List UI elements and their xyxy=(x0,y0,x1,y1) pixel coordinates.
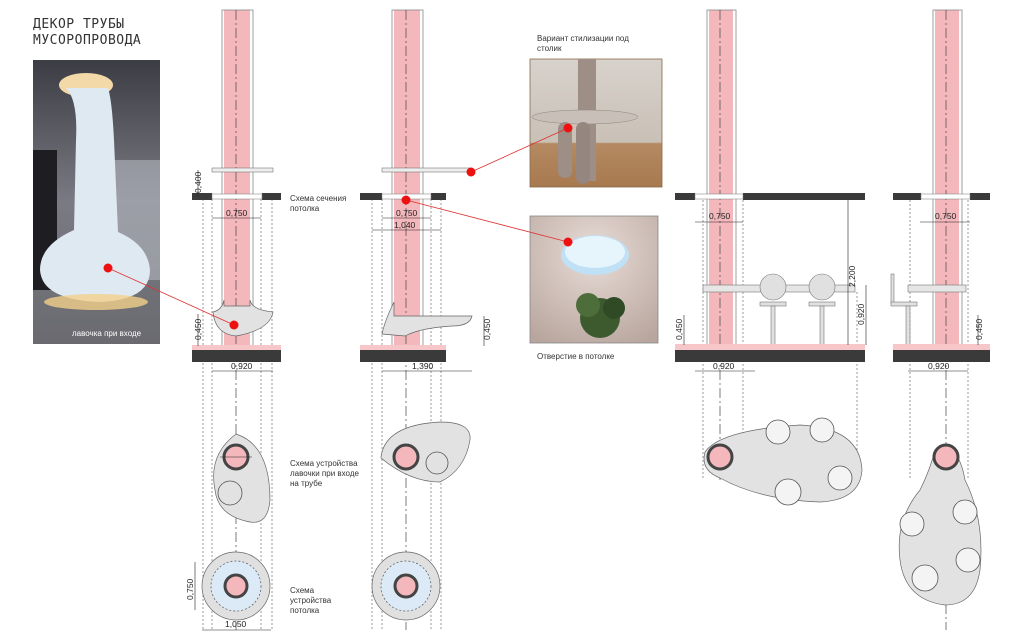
marker-dot xyxy=(103,263,113,273)
note-ceiling-section-2: потолка xyxy=(290,204,320,213)
bench-photo: лавочка при входе xyxy=(33,60,160,344)
dim-plan-inner: 0,750 xyxy=(185,578,195,600)
note-ceiling-plan-3: потолка xyxy=(290,606,320,615)
section-side-counter: 0,750 0,450 0,920 xyxy=(890,9,990,630)
marker-dot xyxy=(563,237,573,247)
table-photo-caption-2: столик xyxy=(537,44,562,53)
table-photo-caption-1: Вариант стилизации под xyxy=(537,34,629,43)
dim-opening-4: 0,750 xyxy=(935,211,957,221)
note-ceiling-plan-2: устройства xyxy=(290,596,332,605)
callout-markers xyxy=(103,123,573,330)
section-table-variant: 0,750 1,040 0,450 1,390 xyxy=(360,9,492,630)
dim-bench-width-2: 1,390 xyxy=(412,361,434,371)
section-bar-counter: 0,750 2,200 0,920 0,450 0,920 xyxy=(674,9,867,506)
dim-opening: 0,750 xyxy=(226,208,248,218)
table-photo: Вариант стилизации под столик xyxy=(529,34,663,188)
title-line-2: МУСОРОПРОВОДА xyxy=(33,33,141,48)
dim-bench-height: 0,450 xyxy=(193,318,203,340)
marker-dot xyxy=(563,123,573,133)
marker-dot xyxy=(401,195,411,205)
note-bench-plan-3: на трубе xyxy=(290,479,323,488)
section-bench-entrance: 0,400 0,750 0,450 0,920 Схема сечения по… xyxy=(185,9,359,631)
bench-photo-caption: лавочка при входе xyxy=(72,329,142,338)
ceiling-opening-photo: Отверстие в потолке xyxy=(529,215,659,361)
dim-top-gap: 0,400 xyxy=(193,171,203,193)
dim-bench-width-3: 0,920 xyxy=(713,361,735,371)
note-ceiling-plan-1: Схема xyxy=(290,586,315,595)
title-line-1: ДЕКОР ТРУБЫ xyxy=(33,17,125,32)
dim-bench-width-4: 0,920 xyxy=(928,361,950,371)
dim-table-height: 0,920 xyxy=(856,303,866,325)
marker-dot xyxy=(466,167,476,177)
dim-bench-height-4: 0,450 xyxy=(974,318,984,340)
note-bench-plan-2: лавочки при входе xyxy=(290,469,359,478)
dim-bench-width: 0,920 xyxy=(231,361,253,371)
dim-plate-2: 1,040 xyxy=(394,220,416,230)
dim-ceiling-height: 2,200 xyxy=(847,265,857,287)
dim-bench-height-3: 0,450 xyxy=(674,318,684,340)
dim-opening-3: 0,750 xyxy=(709,211,731,221)
dim-bench-height-2: 0,450 xyxy=(482,318,492,340)
note-bench-plan-1: Схема устройства xyxy=(290,459,358,468)
dim-plan-outer: 1,050 xyxy=(225,619,247,629)
marker-dot xyxy=(229,320,239,330)
dim-opening-2: 0,750 xyxy=(396,208,418,218)
ceiling-photo-caption: Отверстие в потолке xyxy=(537,352,615,361)
note-ceiling-section-1: Схема сечения xyxy=(290,194,346,203)
